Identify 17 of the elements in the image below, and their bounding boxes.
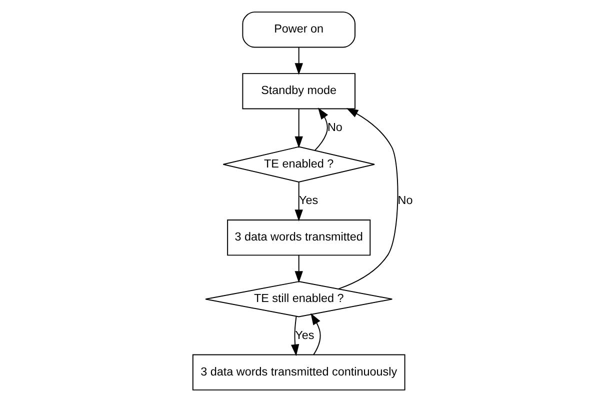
edge-label: No — [397, 194, 412, 208]
node-box: 3 data words transmitted — [226, 220, 370, 256]
node-box: 3 data words transmitted continuously — [192, 354, 405, 390]
arrow — [310, 313, 320, 356]
node-diamond: TE enabled ? — [222, 146, 374, 182]
node-box: Power on — [242, 12, 355, 48]
edge-label: Yes — [294, 328, 314, 342]
arrow — [338, 108, 398, 290]
arrow — [294, 182, 302, 222]
arrow — [294, 255, 302, 283]
arrow — [290, 316, 299, 356]
arrow — [314, 108, 328, 151]
edge-label: No — [326, 120, 342, 134]
node-box: Standby mode — [242, 73, 355, 110]
node-diamond: TE still enabled ? — [204, 281, 392, 318]
arrow — [294, 47, 302, 75]
arrow — [294, 108, 302, 148]
